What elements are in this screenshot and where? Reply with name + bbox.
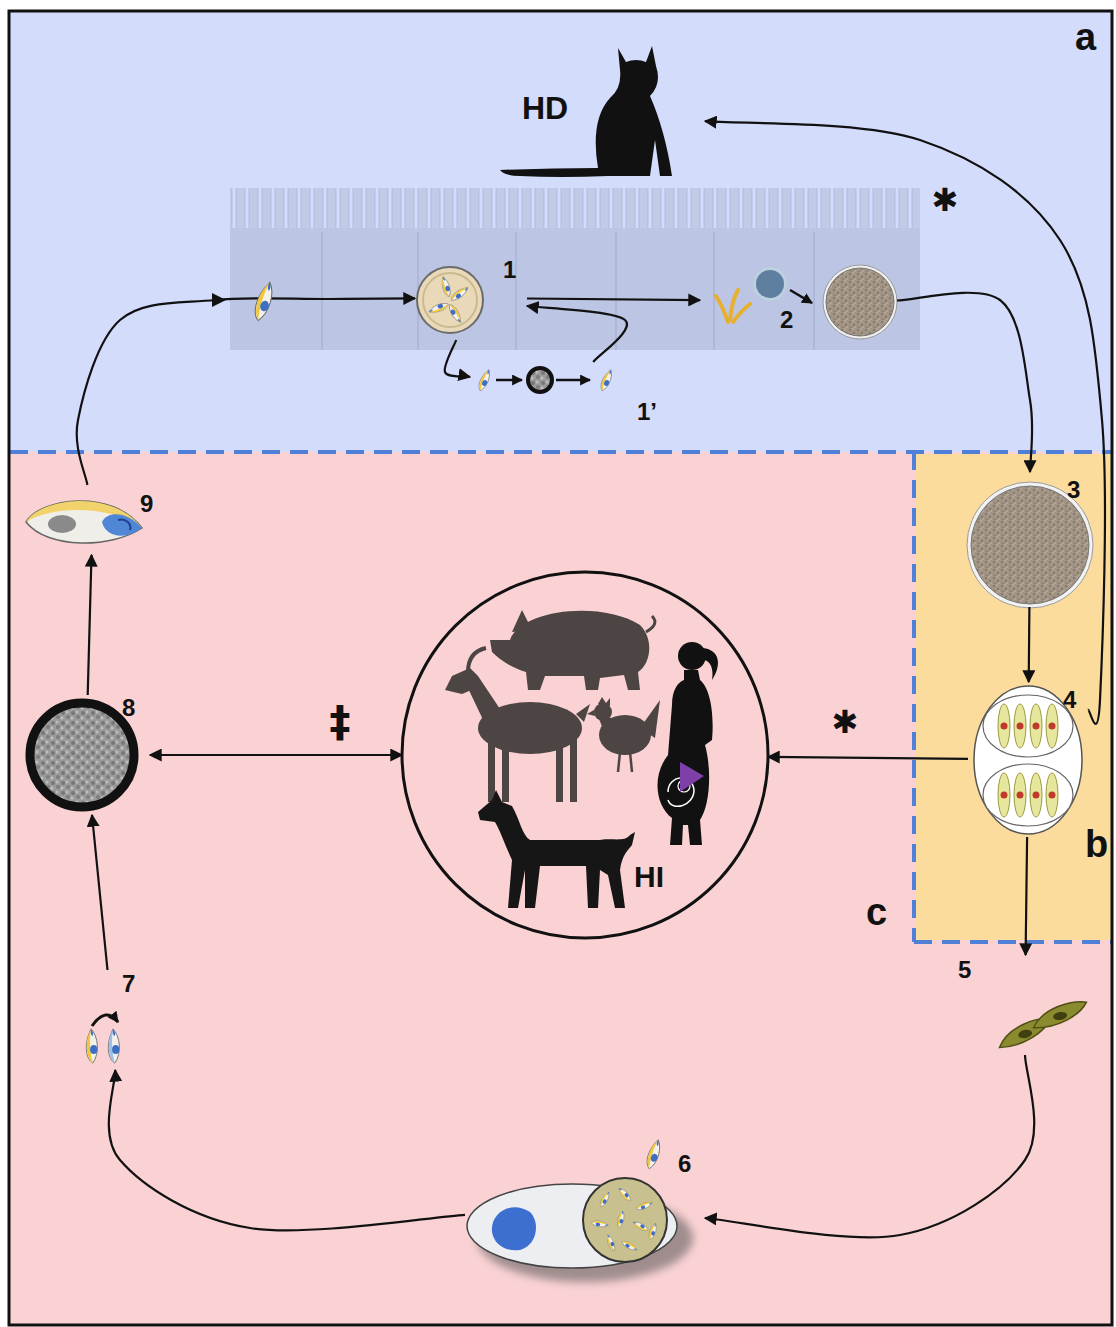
host-label: HI xyxy=(634,862,664,892)
circle-outline xyxy=(402,572,768,938)
callout-number: 9 xyxy=(140,492,153,516)
callout-number: 2 xyxy=(780,308,793,332)
host-label: HD xyxy=(522,92,568,124)
callout-number: 6 xyxy=(678,1152,691,1176)
stage-node: 8 xyxy=(22,695,150,815)
edge-symbol: ✱ xyxy=(832,706,859,738)
callout-number: 4 xyxy=(1063,688,1076,712)
panel-letter: c xyxy=(866,893,887,931)
callout-number: 3 xyxy=(1067,478,1080,502)
panel-band: c b 3 4HI 5 6 7 8 9 xyxy=(10,452,1112,1325)
panel-band: b 3 4 xyxy=(916,454,1112,940)
stage-node: 7 xyxy=(75,970,150,1070)
callout-number: 8 xyxy=(122,696,135,720)
circle-outline xyxy=(400,570,770,940)
stage-node: 1 xyxy=(415,256,527,340)
panel-band: aHD 1 1’ 2 xyxy=(10,12,1112,452)
definitive-host: HD xyxy=(495,44,705,180)
figure-frame xyxy=(9,11,1112,1325)
callout-number: 5 xyxy=(958,958,971,982)
callout-number: 7 xyxy=(122,972,135,996)
edge-symbol: ✱ xyxy=(932,184,959,216)
edge-symbol: ‡ xyxy=(330,701,351,743)
panel-letter: b xyxy=(1085,825,1108,863)
stage-node: 6 xyxy=(465,1135,705,1280)
host-circle: HI xyxy=(400,570,770,940)
stage-node: 4 xyxy=(968,682,1088,837)
stage-node: 5 xyxy=(955,955,1095,1055)
panel-letter: a xyxy=(1075,18,1096,56)
stage-node: 3 xyxy=(965,472,1095,607)
stage-node: 9 xyxy=(20,485,165,555)
stage-node: 2 xyxy=(700,262,897,340)
stage-node: 1’ xyxy=(470,362,665,430)
callout-number: 1’ xyxy=(637,400,657,424)
callout-number: 1 xyxy=(503,258,516,282)
